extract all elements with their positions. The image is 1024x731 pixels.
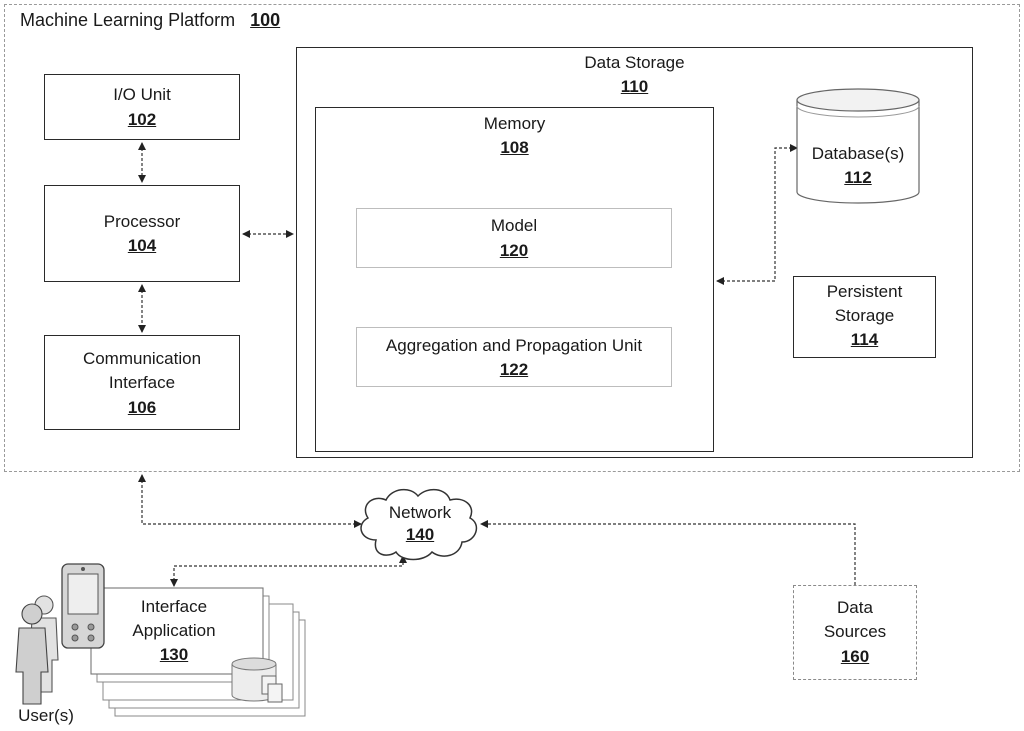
network-label: Network xyxy=(364,502,476,524)
interface-application-line1: Interface xyxy=(112,595,236,619)
database-number: 112 xyxy=(797,166,919,190)
memory-database-arrow xyxy=(717,148,797,281)
app-storage-icon xyxy=(232,658,282,702)
database-label-group: Database(s) 112 xyxy=(797,142,919,190)
users-label: User(s) xyxy=(6,704,86,728)
interface-application-number: 130 xyxy=(112,643,236,667)
network-label-group[interactable]: Network 140 xyxy=(364,502,476,546)
network-number: 140 xyxy=(364,524,476,546)
app-network-arrow xyxy=(174,556,403,586)
datasources-network-arrow xyxy=(481,524,855,585)
handheld-device-icon xyxy=(62,564,104,648)
users-figures xyxy=(16,596,58,704)
interface-application-line2: Application xyxy=(112,619,236,643)
platform-network-arrow xyxy=(142,475,361,524)
interface-application-label-group[interactable]: Interface Application 130 xyxy=(112,595,236,667)
database-label: Database(s) xyxy=(797,142,919,166)
